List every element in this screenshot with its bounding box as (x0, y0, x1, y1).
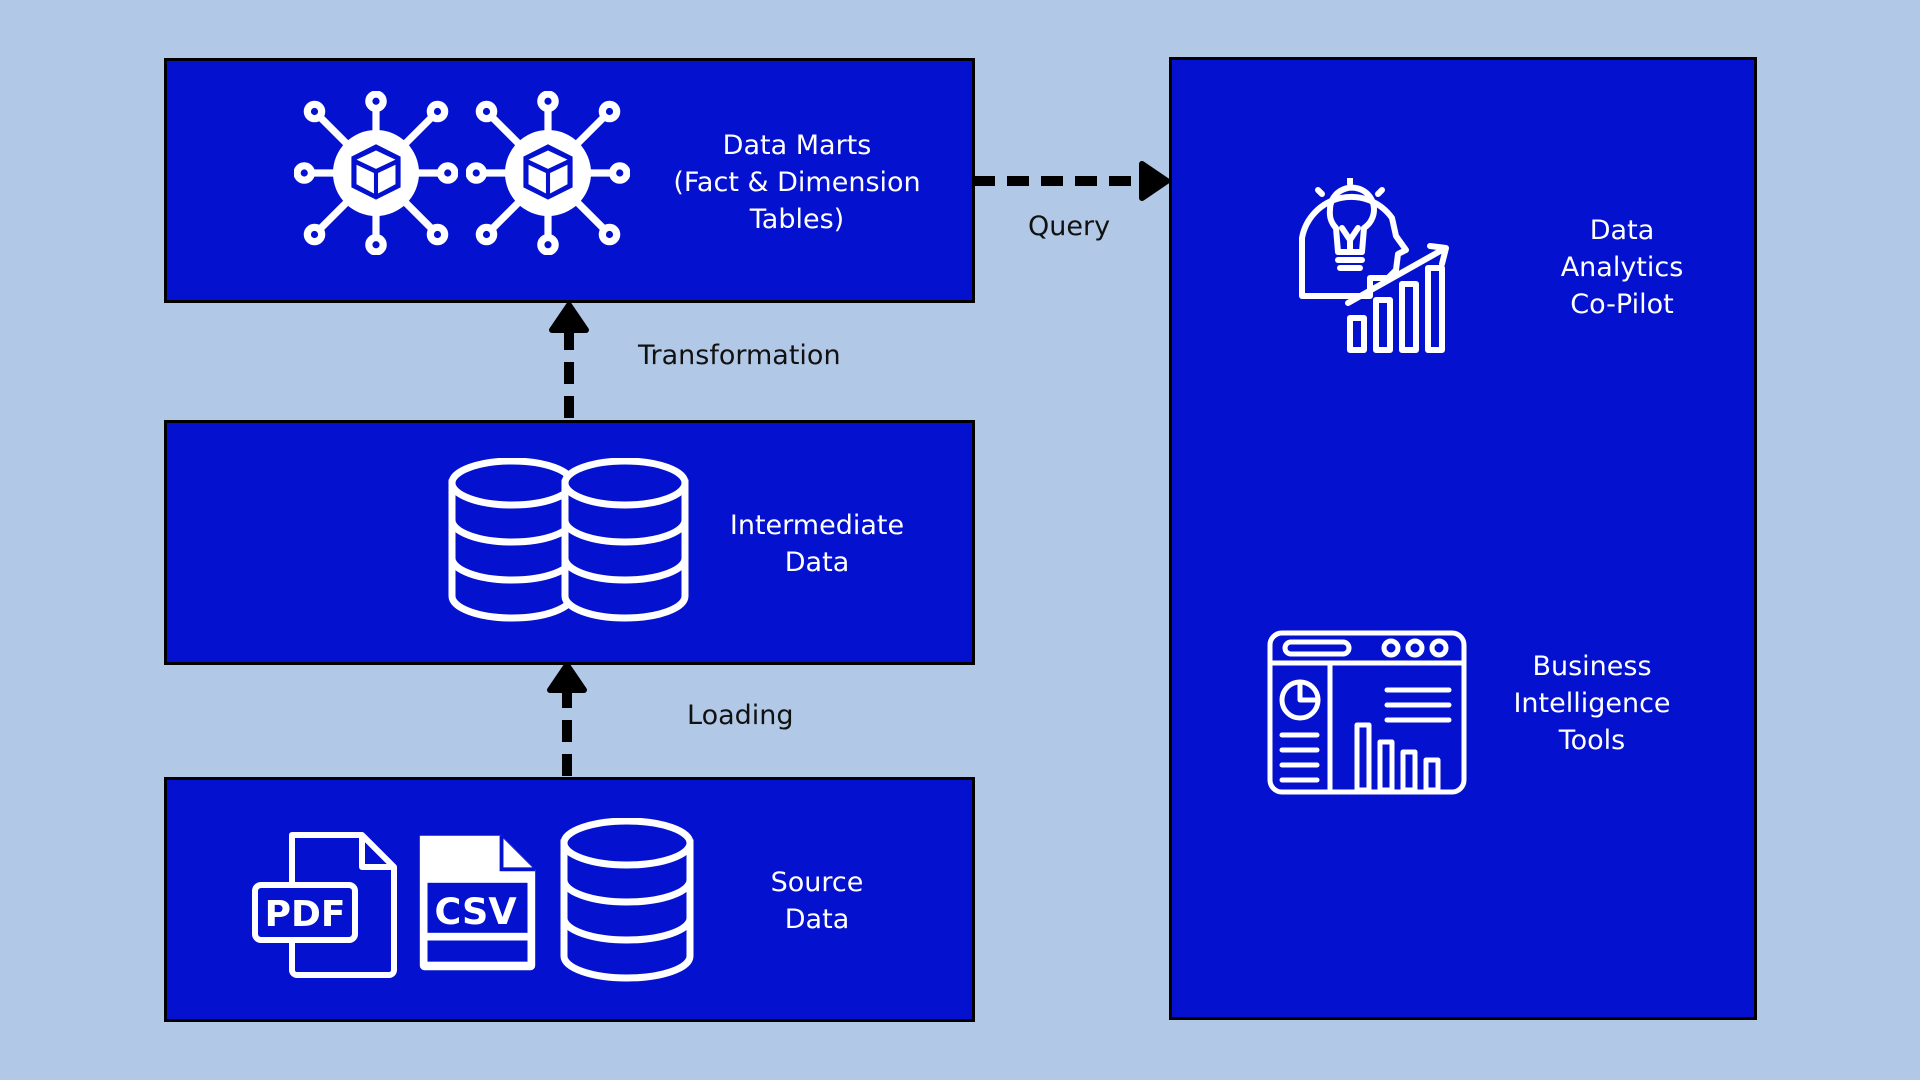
label-line: Co-Pilot (1570, 289, 1674, 320)
source-data-box: PDF CSV Source Data (164, 777, 975, 1022)
transformation-label: Transformation (638, 340, 841, 371)
copilot-label: Data Analytics Co-Pilot (1522, 212, 1722, 323)
label-line: Data Marts (722, 130, 872, 161)
label-line: Data (1589, 215, 1655, 246)
consumers-box: Data Analytics Co-Pilot Business Intelli… (1169, 57, 1757, 1020)
pdf-file-icon: PDF (252, 832, 397, 978)
hub-cube-icon (466, 91, 630, 255)
bi-dashboard-icon (1267, 630, 1467, 795)
label-line: Tools (1558, 725, 1626, 756)
intermediate-data-box: Intermediate Data (164, 420, 975, 665)
loading-label: Loading (687, 700, 794, 731)
ai-analytics-icon (1299, 178, 1449, 353)
bi-tools-label: Business Intelligence Tools (1492, 648, 1692, 759)
pdf-text: PDF (265, 894, 346, 935)
query-label: Query (1028, 211, 1111, 242)
label-line: Tables) (749, 204, 845, 235)
label-line: (Fact & Dimension (673, 167, 921, 198)
label-line: Business (1532, 651, 1652, 682)
hub-cube-icon (294, 91, 458, 255)
intermediate-data-label: Intermediate Data (697, 507, 937, 581)
double-database-icon (448, 458, 689, 622)
data-marts-label: Data Marts (Fact & Dimension Tables) (637, 127, 957, 238)
label-line: Intelligence (1513, 688, 1671, 719)
loading-arrowhead (547, 662, 587, 693)
label-line: Analytics (1560, 252, 1684, 283)
database-icon (560, 818, 694, 982)
label-line: Intermediate (729, 510, 905, 541)
data-marts-box: Data Marts (Fact & Dimension Tables) (164, 58, 975, 303)
label-line: Data (784, 904, 850, 935)
transformation-arrowhead (549, 302, 589, 333)
source-data-label: Source Data (727, 864, 907, 938)
csv-file-icon: CSV (419, 835, 536, 971)
query-arrowhead (1139, 161, 1170, 201)
label-line: Data (784, 547, 850, 578)
label-line: Source (770, 867, 864, 898)
csv-text: CSV (435, 890, 518, 933)
